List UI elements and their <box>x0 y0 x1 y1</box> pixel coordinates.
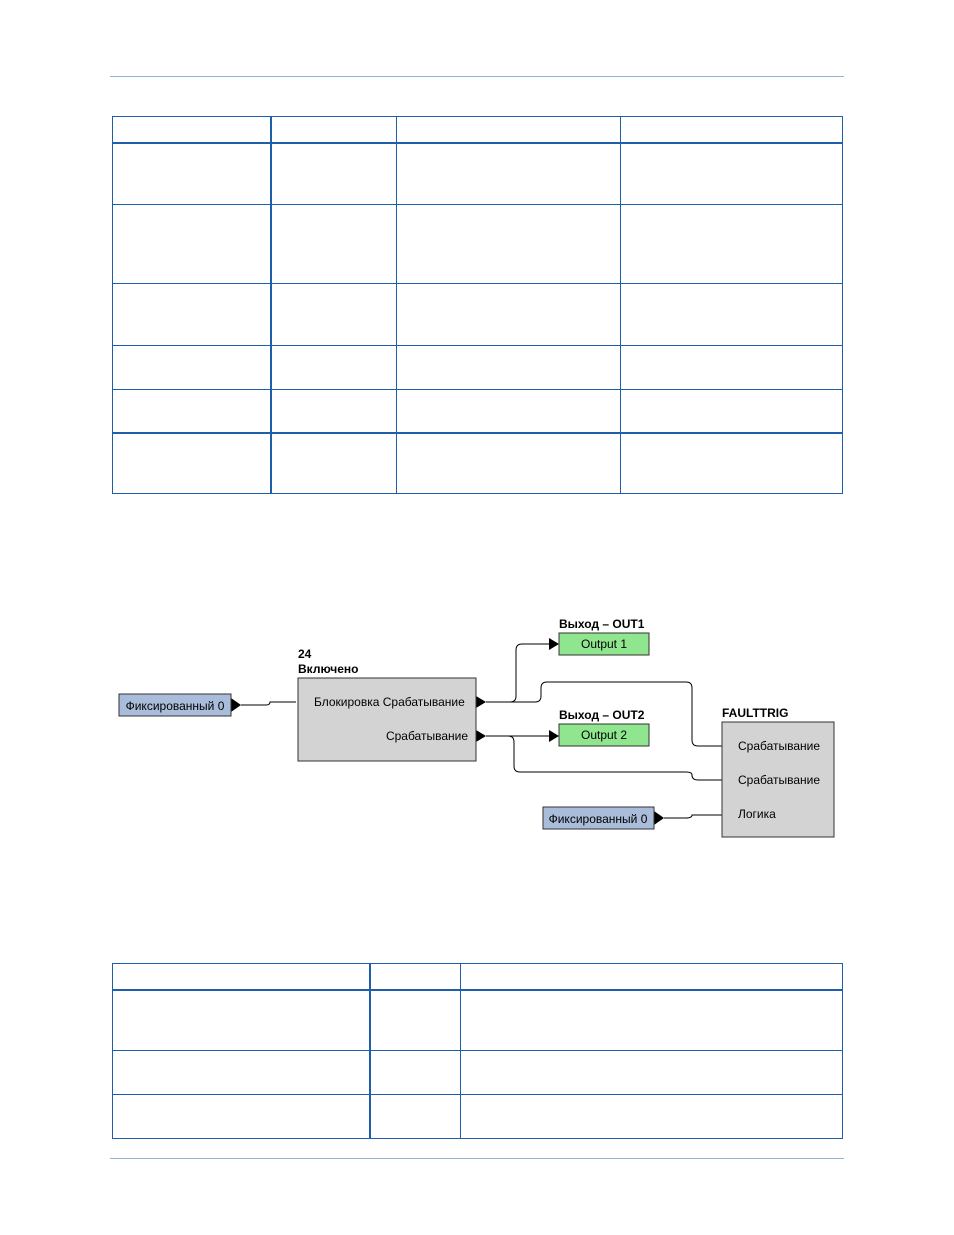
table-cell <box>269 116 397 143</box>
table-row <box>112 988 843 1051</box>
table-cell <box>396 389 621 433</box>
output-2-block: Выход – OUT2 Output 2 <box>558 708 650 747</box>
element-24-subtitle: Включено <box>298 662 358 676</box>
fixed-zero-left-label: Фиксированный 0 <box>126 699 225 713</box>
table-cell <box>620 204 843 284</box>
pin-block-trip-output <box>476 696 486 708</box>
pin-out1-input <box>549 638 559 650</box>
table-row <box>112 283 843 346</box>
table-cell <box>269 345 397 390</box>
table-row <box>112 141 843 205</box>
table-cell <box>112 963 370 990</box>
output-1-block: Выход – OUT1 Output 1 <box>558 617 650 656</box>
wires <box>241 643 726 819</box>
table-cell <box>269 204 397 284</box>
fixed-zero-right: Фиксированный 0 <box>542 806 655 830</box>
table-cell <box>620 283 843 346</box>
table-cell <box>620 141 843 205</box>
wire-block-trip-to-out1 <box>486 643 552 703</box>
table-cell <box>460 1094 843 1139</box>
table-cell <box>368 988 461 1051</box>
output-1-title: Выход – OUT1 <box>559 617 645 631</box>
element-24-port-trip: Срабатывание <box>386 729 468 743</box>
element-24-title: 24 <box>298 647 312 661</box>
pin-block-out-output <box>476 730 486 742</box>
table-cell <box>620 431 843 494</box>
wire-block-out-to-faulttrig-2 <box>486 735 726 781</box>
table-row <box>112 389 843 433</box>
output-2-label: Output 2 <box>581 728 627 742</box>
faulttrig-port-2: Срабатывание <box>738 773 820 787</box>
table-row <box>112 431 843 494</box>
table-cell <box>396 283 621 346</box>
table-cell <box>460 988 843 1051</box>
wire-fixed-to-block-input <box>241 701 296 706</box>
table-cell <box>269 283 397 346</box>
table-cell <box>460 963 843 990</box>
table-cell <box>620 345 843 390</box>
table-cell <box>396 204 621 284</box>
table-row <box>112 1050 843 1095</box>
wire-block-trip-to-faulttrig-1 <box>486 681 726 747</box>
pin-fixed-right-output <box>654 811 664 825</box>
fixed-zero-right-label: Фиксированный 0 <box>549 812 648 826</box>
faulttrig-port-1: Срабатывание <box>738 739 820 753</box>
table-row <box>112 345 843 390</box>
table-cell <box>460 1050 843 1095</box>
table-row <box>112 963 843 990</box>
header-rule <box>110 76 844 77</box>
table-cell <box>620 389 843 433</box>
logic-diagram: Фиксированный 0 24 Включено Блокировка С… <box>118 617 835 838</box>
table-cell <box>269 431 397 494</box>
pin-fixed-left-output <box>231 698 241 712</box>
table-cell <box>620 116 843 143</box>
settings-table <box>112 116 843 494</box>
table-cell <box>368 963 461 990</box>
table-cell <box>396 431 621 494</box>
table-cell <box>112 1094 370 1139</box>
output-2-title: Выход – OUT2 <box>559 708 645 722</box>
table-cell <box>112 345 271 390</box>
table-cell <box>112 204 271 284</box>
table-cell <box>112 116 271 143</box>
table-cell <box>269 141 397 205</box>
table-cell <box>112 988 370 1051</box>
pin-out2-input <box>549 730 559 742</box>
table-row <box>112 116 843 143</box>
table-cell <box>112 283 271 346</box>
output-1-label: Output 1 <box>581 637 627 651</box>
table-cell <box>112 389 271 433</box>
table-row <box>112 1094 843 1139</box>
table-cell <box>396 141 621 205</box>
footer-rule <box>110 1158 844 1159</box>
table-row <box>112 204 843 284</box>
faulttrig-title: FAULTTRIG <box>722 706 788 720</box>
table-cell <box>368 1094 461 1139</box>
element-24-port-block-trip: Блокировка Срабатывание <box>314 695 465 709</box>
element-24-block: 24 Включено Блокировка Срабатывание Сраб… <box>297 647 477 762</box>
faulttrig-block: FAULTTRIG Срабатывание Срабатывание Логи… <box>721 706 835 838</box>
table-cell <box>112 431 271 494</box>
table-cell <box>112 1050 370 1095</box>
fixed-zero-left: Фиксированный 0 <box>118 693 232 717</box>
table-cell <box>396 345 621 390</box>
wire-fixed-to-faulttrig-logic <box>664 814 726 819</box>
table-cell <box>269 389 397 433</box>
table-cell <box>368 1050 461 1095</box>
logic-table <box>112 963 843 1139</box>
table-cell <box>396 116 621 143</box>
table-cell <box>112 141 271 205</box>
faulttrig-port-3: Логика <box>738 807 776 821</box>
